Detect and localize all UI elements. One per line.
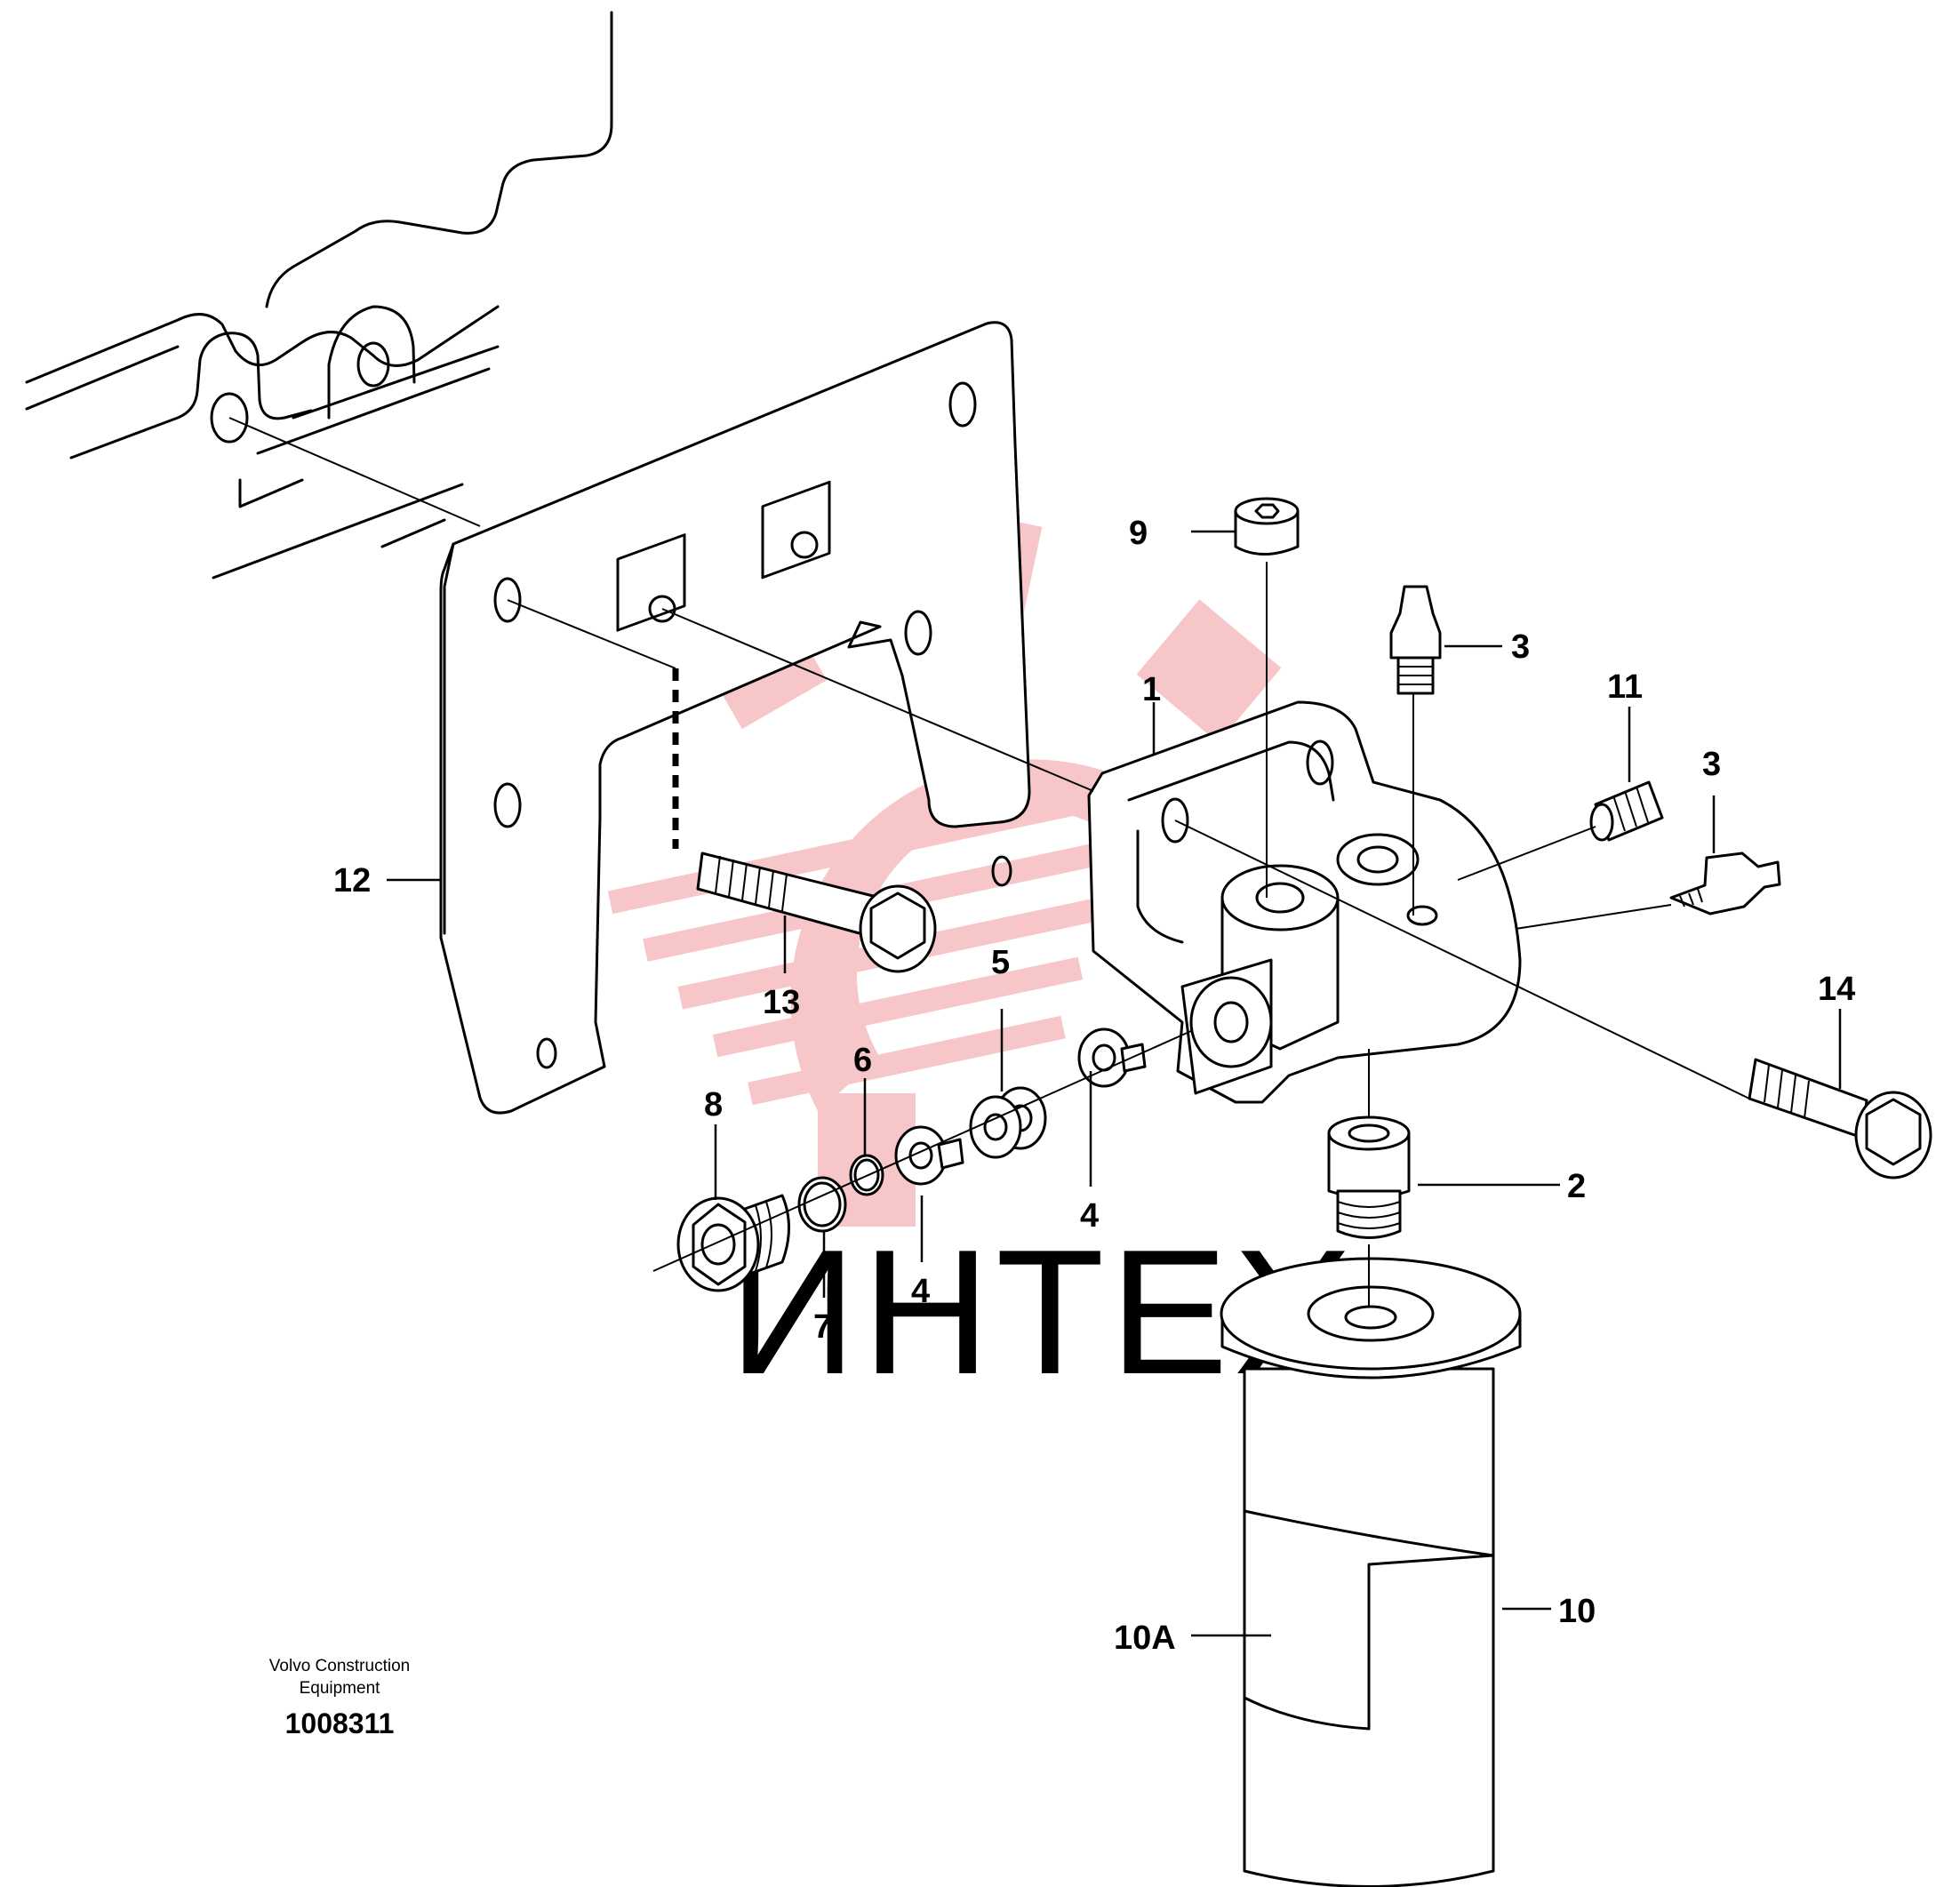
seal-ring-4-lower [894,1125,964,1186]
callout-4-upper: 4 [911,1273,930,1310]
callout-leaders [387,530,1842,1637]
caption-line-1: Volvo Construction [269,1657,410,1675]
callout-6: 6 [853,1042,872,1079]
grease-nipple-side [1669,852,1781,916]
plug-9 [1234,497,1300,556]
callout-numbers: 1 2 3 3 4 4 5 6 7 8 9 10 10A 11 12 13 14 [333,515,1855,1657]
assembly-lines [228,417,1750,1307]
callout-2: 2 [1567,1168,1586,1205]
seal-ring-4-upper [1077,1027,1147,1088]
nipple-2 [1327,1115,1411,1239]
callout-12: 12 [333,862,371,900]
callout-10: 10 [1558,1593,1596,1630]
filter-canister [1220,1257,1522,1887]
seal-ring-5 [969,1086,1047,1159]
mounting-plate [439,321,1031,1115]
callout-11: 11 [1607,668,1643,706]
callout-7: 7 [813,1308,832,1346]
callout-10a: 10A [1114,1619,1176,1657]
callout-8: 8 [704,1086,723,1123]
bolt-14 [1748,1058,1932,1179]
caption-line-2: Equipment [300,1679,381,1698]
callout-5: 5 [991,944,1010,981]
plug-11 [1589,780,1664,842]
callout-3-side: 3 [1702,746,1721,783]
callout-3-top: 3 [1511,628,1530,666]
engine-block-outline [25,11,613,580]
callout-13: 13 [763,984,800,1021]
callout-1: 1 [1142,671,1161,708]
drawing-caption: Volvo Construction Equipment 1008311 [269,1657,410,1739]
drawing-number: 1008311 [285,1707,395,1739]
filter-head [1087,700,1522,1104]
callout-9: 9 [1129,515,1148,552]
grease-nipple-top [1389,585,1442,695]
bolt-13 [696,852,937,973]
callout-14: 14 [1818,971,1855,1008]
o-ring-7 [797,1176,847,1233]
callout-4-lower: 4 [1080,1197,1099,1235]
